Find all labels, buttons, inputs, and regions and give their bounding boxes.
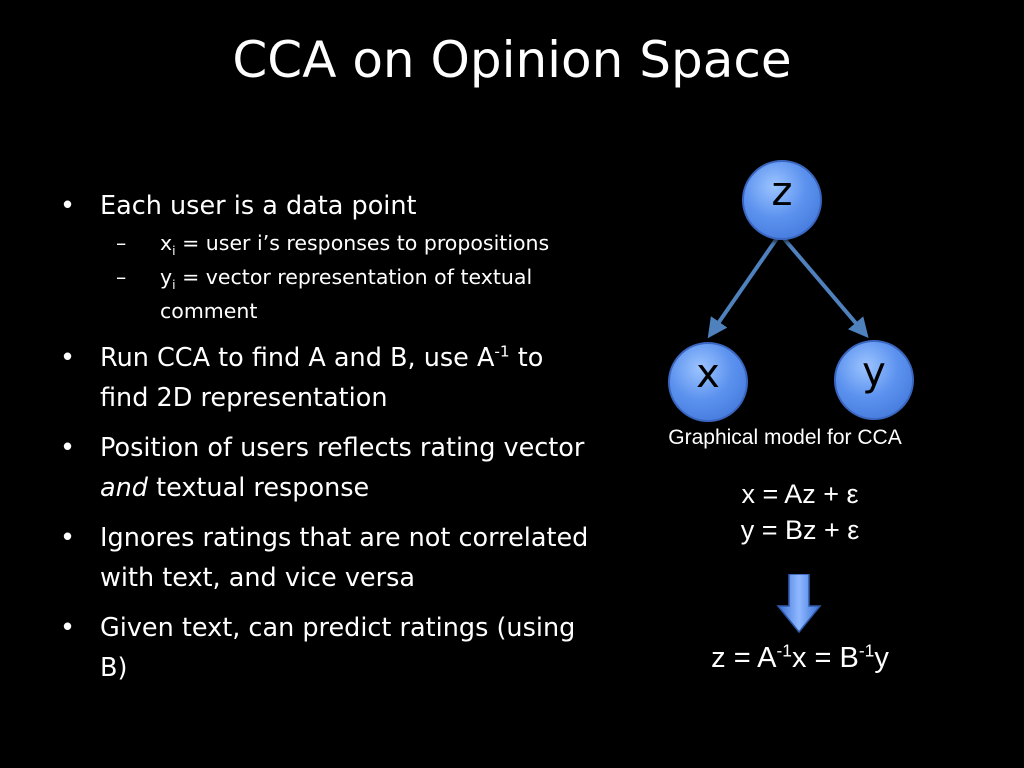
bullet-text-cont: textual response (147, 473, 370, 503)
sub-bullet-item: xi = user i’s responses to propositions (116, 226, 590, 260)
bullet-text-cont: to find 2D representation (100, 343, 544, 413)
superscript: -1 (494, 342, 510, 361)
edge-z-to-y (778, 232, 869, 339)
sub-bullet-text: = vector representation of textual (175, 265, 533, 289)
node-y: y (834, 340, 914, 420)
subscript-i: i (172, 278, 176, 293)
bullet-item: Each user is a data point xi = user i’s … (60, 186, 590, 328)
sub-bullet-text: = user i’s responses to propositions (175, 231, 550, 255)
slide-title: CCA on Opinion Space (232, 31, 792, 89)
node-z: z (742, 160, 822, 240)
bullet-item: Run CCA to find A and B, use A-1 to find… (60, 338, 590, 418)
final-equation: z = A-1x = B-1y (650, 642, 950, 675)
final-eq-part: z = A (711, 642, 777, 674)
equations-block: x = Az + ε y = Bz + ε (650, 476, 950, 548)
node-x: x (668, 342, 748, 422)
final-eq-part: x = B (791, 642, 859, 674)
bullet-item: Given text, can predict ratings (using B… (60, 608, 590, 688)
equation-y: y = Bz + ε (740, 515, 860, 545)
bullet-text: Given text, can predict ratings (using B… (100, 613, 576, 683)
variable-y: y (160, 265, 173, 289)
bullet-list: Each user is a data point xi = user i’s … (60, 186, 590, 698)
equation-x: x = Az + ε (741, 479, 859, 509)
bullet-text: Position of users reflects rating vector (100, 433, 585, 463)
bullet-item: Ignores ratings that are not correlated … (60, 518, 590, 598)
down-arrow-icon (776, 574, 822, 634)
bullet-text: Run CCA to find A and B, use A (100, 343, 495, 373)
graphical-model-diagram: z x y (620, 150, 950, 450)
superscript: -1 (776, 640, 792, 661)
superscript: -1 (858, 640, 875, 661)
sub-bullet-item: yi = vector representation of textual com… (116, 260, 590, 328)
edge-z-to-x (707, 232, 782, 339)
edges-layer (707, 232, 869, 339)
diagram-caption: Graphical model for CCA (668, 426, 902, 449)
sub-bullet-list: xi = user i’s responses to propositions … (100, 226, 590, 328)
sub-bullet-text-cont: comment (160, 299, 258, 323)
variable-x: x (160, 231, 173, 255)
bullet-item: Position of users reflects rating vector… (60, 428, 590, 508)
final-eq-part: y (874, 642, 889, 674)
subscript-i: i (172, 244, 176, 259)
bullet-text: Ignores ratings that are not correlated … (100, 523, 589, 593)
emphasis-text: and (100, 473, 148, 503)
bullet-text: Each user is a data point (100, 191, 417, 221)
